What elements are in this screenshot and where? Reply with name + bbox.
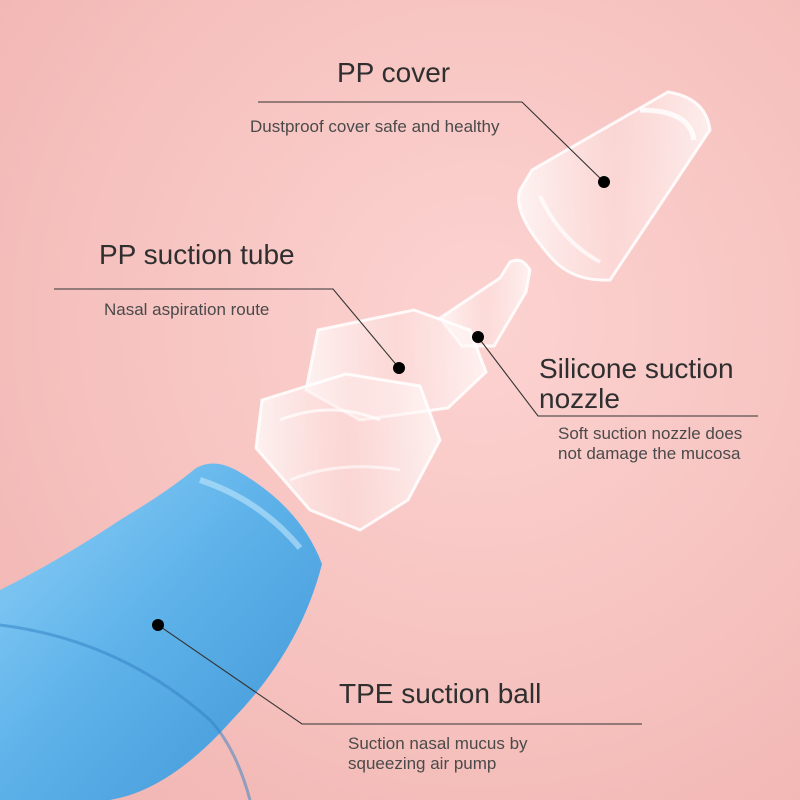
tube-dot [393,362,405,374]
cover-leader-line [258,101,605,183]
nozzle-title-line2: nozzle [539,383,620,414]
nozzle-leader-line [477,336,758,417]
nozzle-description-line2: not damage the mucosa [558,444,741,463]
ball-description-line2: squeezing air pump [348,754,497,773]
ball-dot [152,619,164,631]
tube-description: Nasal aspiration route [104,300,270,319]
cover-description: Dustproof cover safe and healthy [250,117,500,136]
tube-title: PP suction tube [99,239,295,270]
pp-cover-shape [517,90,712,282]
suction-tube-shape [254,258,532,532]
ball-title: TPE suction ball [339,678,542,709]
nozzle-dot [472,331,484,343]
ball-description-line1: Suction nasal mucus by [348,734,528,753]
tube-leader-line [54,288,400,369]
suction-ball-shape [0,463,322,800]
ball-leader-line [157,624,642,725]
nozzle-description-line1: Soft suction nozzle does [558,424,743,443]
nozzle-title-line1: Silicone suction [539,353,734,384]
cover-dot [598,176,610,188]
callout-dots [152,176,610,631]
leader-lines [54,101,758,725]
cover-title: PP cover [337,57,451,88]
